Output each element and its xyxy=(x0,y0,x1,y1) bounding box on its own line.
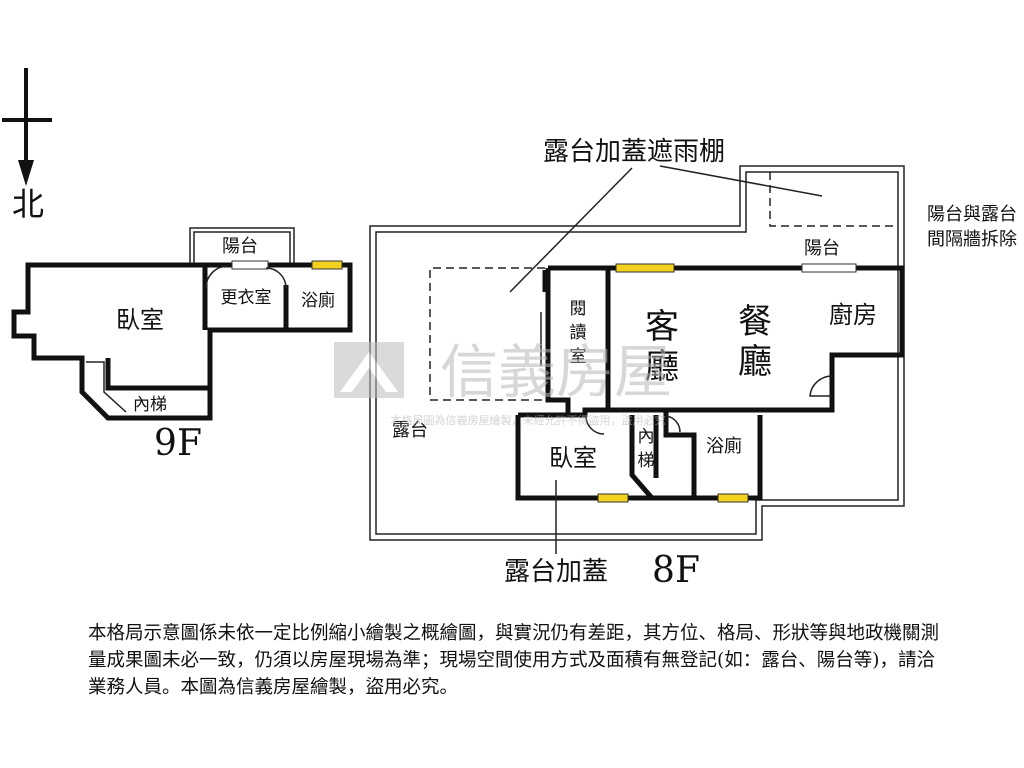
canopy-outline xyxy=(429,267,545,401)
floor-plan: 北 陽台 臥室 更衣室 浴廁 內梯 9F xyxy=(2,68,1017,591)
bathroom-label-9f: 浴廁 xyxy=(301,290,335,311)
terrace-label-8f: 露台 xyxy=(392,420,428,441)
terrace-addition-annotation: 露台加蓋 xyxy=(504,557,608,587)
stairs-label-9f: 內梯 xyxy=(133,395,167,415)
living-room-label-2: 廳 xyxy=(645,347,679,387)
window-bedroom-8f xyxy=(597,493,629,503)
window-9f xyxy=(311,260,343,270)
sliding-door-8f xyxy=(801,263,857,273)
reading-room-label-1: 閱 xyxy=(570,299,587,319)
watermark-brand: 信義房屋 xyxy=(440,338,672,406)
north-label: 北 xyxy=(12,185,44,223)
watermark-notice: 本格局圖為信義房屋繪製，未經允許不得盜用，盜用必究 xyxy=(391,413,666,427)
floor-8f: 陽台 閱 讀 室 客 廳 餐 廳 廚房 露台 臥室 內 梯 浴廁 露台加蓋遮雨棚… xyxy=(369,137,1017,591)
floor-label-8f: 8F xyxy=(652,550,700,591)
window-bath-8f xyxy=(717,493,749,503)
dining-room-label-1: 餐 xyxy=(738,302,772,342)
reading-room-label-2: 讀 xyxy=(570,323,587,343)
stairs-label-8f-2: 梯 xyxy=(638,451,655,471)
bedroom-label-8f: 臥室 xyxy=(549,444,597,472)
floor-label-9f: 9F xyxy=(154,423,202,464)
floor-9f: 陽台 臥室 更衣室 浴廁 內梯 9F xyxy=(11,227,353,464)
bathroom-label-8f: 浴廁 xyxy=(706,435,742,457)
walls-9f xyxy=(11,262,353,421)
watermark: 信義房屋 本格局圖為信義房屋繪製，未經允許不得盜用，盜用必究 xyxy=(334,338,672,427)
removed-wall-line xyxy=(769,172,898,227)
terrace-outline xyxy=(369,165,905,541)
window-living-8f xyxy=(615,263,675,273)
bedroom-label-9f: 臥室 xyxy=(116,306,164,334)
wall-removed-annotation-1: 陽台與露台 xyxy=(927,204,1017,225)
north-arrow-icon xyxy=(18,160,34,186)
closet-label-9f: 更衣室 xyxy=(221,288,272,308)
balcony-label-8f: 陽台 xyxy=(804,238,840,259)
compass: 北 xyxy=(2,68,52,223)
kitchen-label-8f: 廚房 xyxy=(829,301,877,329)
wall-removed-annotation-2: 間隔牆拆除 xyxy=(927,229,1017,250)
living-room-label-1: 客 xyxy=(645,307,679,347)
dining-room-label-2: 廳 xyxy=(738,342,772,382)
sliding-door-9f xyxy=(231,260,269,270)
balcony-label-9f: 陽台 xyxy=(222,236,258,257)
canopy-annotation: 露台加蓋遮雨棚 xyxy=(543,137,725,167)
reading-room-label-3: 室 xyxy=(570,347,587,367)
stairs-label-8f-1: 內 xyxy=(638,427,655,447)
disclaimer-text: 本格局示意圖係未依一定比例縮小繪製之概繪圖，與實況仍有差距，其方位、格局、形狀等… xyxy=(88,623,940,698)
